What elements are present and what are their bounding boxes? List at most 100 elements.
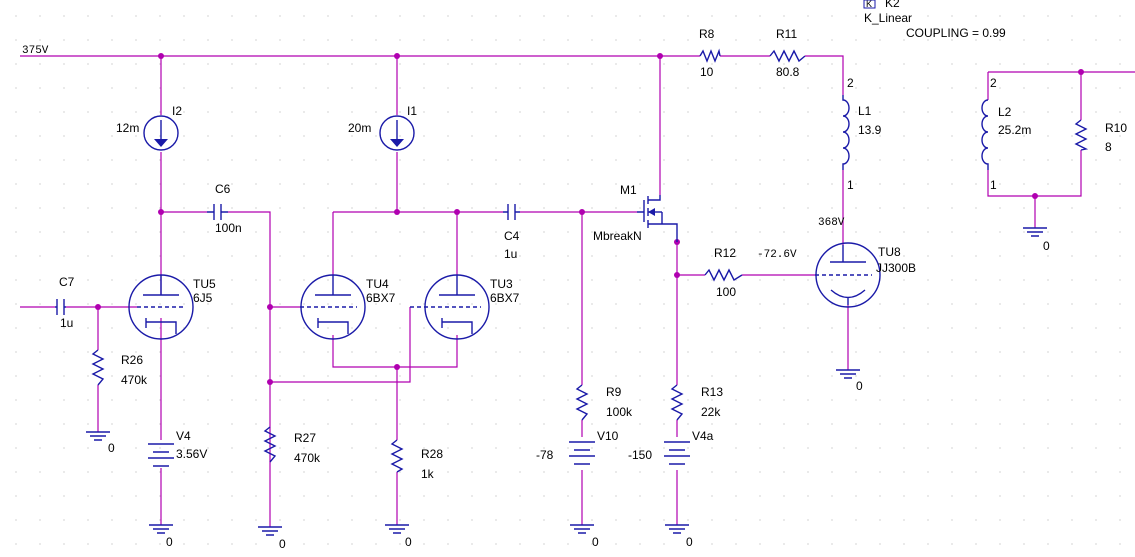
r27-ref: R27 [294, 431, 316, 445]
battery-v4[interactable]: V4 3.56V [148, 429, 207, 467]
k-coupling[interactable]: K K2 K_Linear COUPLING = 0.99 [863, 0, 1006, 40]
wires [20, 55, 1135, 527]
r11-ref: R11 [776, 27, 797, 41]
r28-value: 1k [421, 467, 435, 481]
current-source-i2[interactable]: I2 12m [116, 104, 182, 151]
r12-ref: R12 [714, 246, 736, 260]
r26-value: 470k [121, 373, 148, 387]
k-name: K2 [885, 0, 900, 10]
l2-pin-bottom: 1 [990, 178, 997, 192]
capacitor-c6[interactable]: C6 100n [207, 182, 242, 235]
i1-ref: I1 [407, 104, 417, 118]
resistor-r10[interactable]: R10 8 [1074, 119, 1127, 154]
svg-text:0: 0 [166, 535, 173, 549]
l1-pin-bottom: 1 [847, 178, 854, 192]
c6-value: 100n [215, 221, 242, 235]
c4-ref: C4 [504, 229, 520, 243]
r9-value: 100k [606, 405, 633, 419]
resistor-r12[interactable]: R12 100 [704, 246, 743, 299]
current-source-i1[interactable]: I1 20m [348, 104, 417, 151]
m1-ref: M1 [620, 183, 637, 197]
r8-ref: R8 [699, 27, 715, 41]
i2-ref: I2 [172, 104, 182, 118]
inductor-l1[interactable]: 2 L1 13.9 1 [842, 76, 882, 192]
tube-tu4[interactable]: TU4 6BX7 [300, 274, 396, 340]
ground-r27: 0 [258, 526, 286, 551]
r8-value: 10 [700, 65, 714, 79]
v4a-value: -150 [628, 448, 652, 462]
r13-ref: R13 [701, 385, 723, 399]
l1-pin-top: 2 [847, 76, 854, 90]
i2-value: 12m [116, 121, 139, 135]
c6-ref: C6 [215, 182, 231, 196]
resistor-r11[interactable]: R11 80.8 [769, 27, 806, 79]
ground-tu8: 0 [836, 369, 863, 393]
tube-tu3[interactable]: TU3 6BX7 [410, 274, 520, 340]
tu3-ref: TU3 [490, 277, 513, 291]
k-type: K_Linear [864, 11, 912, 25]
resistor-r26[interactable]: R26 470k [91, 349, 148, 387]
v4-value: 3.56V [176, 447, 207, 461]
r10-value: 8 [1105, 140, 1112, 154]
tu3-model: 6BX7 [490, 291, 520, 305]
tube-tu5[interactable]: TU5 6J5 [128, 274, 216, 340]
resistor-r9[interactable]: R9 100k [575, 384, 633, 421]
m1-model: MbreakN [593, 229, 642, 243]
v10-value: -78 [536, 448, 554, 462]
voltage-grid-tu8: -72.6V [757, 249, 797, 261]
r27-value: 470k [294, 451, 321, 465]
c4-value: 1u [504, 247, 517, 261]
k-coupling-value: COUPLING = 0.99 [906, 26, 1006, 40]
svg-text:0: 0 [686, 535, 693, 549]
svg-text:0: 0 [592, 535, 599, 549]
i1-value: 20m [348, 121, 371, 135]
capacitor-c7[interactable]: C7 1u [55, 275, 75, 330]
tu5-ref: TU5 [193, 277, 216, 291]
r28-ref: R28 [421, 447, 443, 461]
l1-value: 13.9 [858, 123, 882, 137]
r13-value: 22k [701, 405, 721, 419]
ground-v10: 0 [570, 524, 599, 549]
junctions [95, 53, 1084, 385]
ground-v4: 0 [149, 524, 173, 549]
r26-ref: R26 [121, 353, 143, 367]
resistor-r28[interactable]: R28 1k [390, 439, 443, 481]
resistor-r27[interactable]: R27 470k [263, 426, 321, 465]
battery-v10[interactable]: V10 -78 [536, 429, 619, 465]
svg-text:0: 0 [279, 537, 286, 551]
inductor-l2[interactable]: 2 L2 25.2m 1 [981, 76, 1031, 192]
l2-pin-top: 2 [990, 76, 997, 90]
svg-text:0: 0 [405, 535, 412, 549]
ground-v4a: 0 [665, 524, 693, 549]
v4-ref: V4 [176, 429, 191, 443]
mosfet-m1[interactable]: M1 MbreakN [593, 183, 678, 243]
c7-value: 1u [60, 316, 73, 330]
tu4-model: 6BX7 [366, 291, 396, 305]
tu8-ref: TU8 [878, 245, 901, 259]
tu8-model: JJ300B [876, 261, 916, 275]
battery-v4a[interactable]: V4a -150 [628, 429, 714, 465]
v10-ref: V10 [597, 429, 619, 443]
resistor-r8[interactable]: R8 10 [699, 27, 721, 79]
svg-text:0: 0 [108, 441, 115, 455]
resistor-r13[interactable]: R13 22k [670, 384, 723, 421]
rail-label: 375V [22, 45, 49, 57]
r9-ref: R9 [606, 385, 622, 399]
k-symbol: K [866, 0, 872, 9]
v4a-ref: V4a [692, 429, 714, 443]
grounds: 0 0 0 0 0 0 0 0 [86, 227, 1050, 551]
l2-ref: L2 [998, 105, 1012, 119]
c7-ref: C7 [59, 275, 75, 289]
capacitor-c4[interactable]: C4 1u [503, 204, 520, 261]
r12-value: 100 [716, 285, 736, 299]
net-labels: 375V 368V -72.6V [22, 45, 845, 261]
voltage-plate-tu8: 368V [818, 217, 845, 229]
ground-secondary: 0 [1023, 227, 1050, 253]
tube-tu8[interactable]: TU8 JJ300B [815, 242, 916, 308]
ground-r28: 0 [385, 524, 412, 549]
l1-ref: L1 [858, 104, 872, 118]
svg-text:0: 0 [856, 379, 863, 393]
tu5-model: 6J5 [193, 291, 213, 305]
tu4-ref: TU4 [366, 277, 389, 291]
